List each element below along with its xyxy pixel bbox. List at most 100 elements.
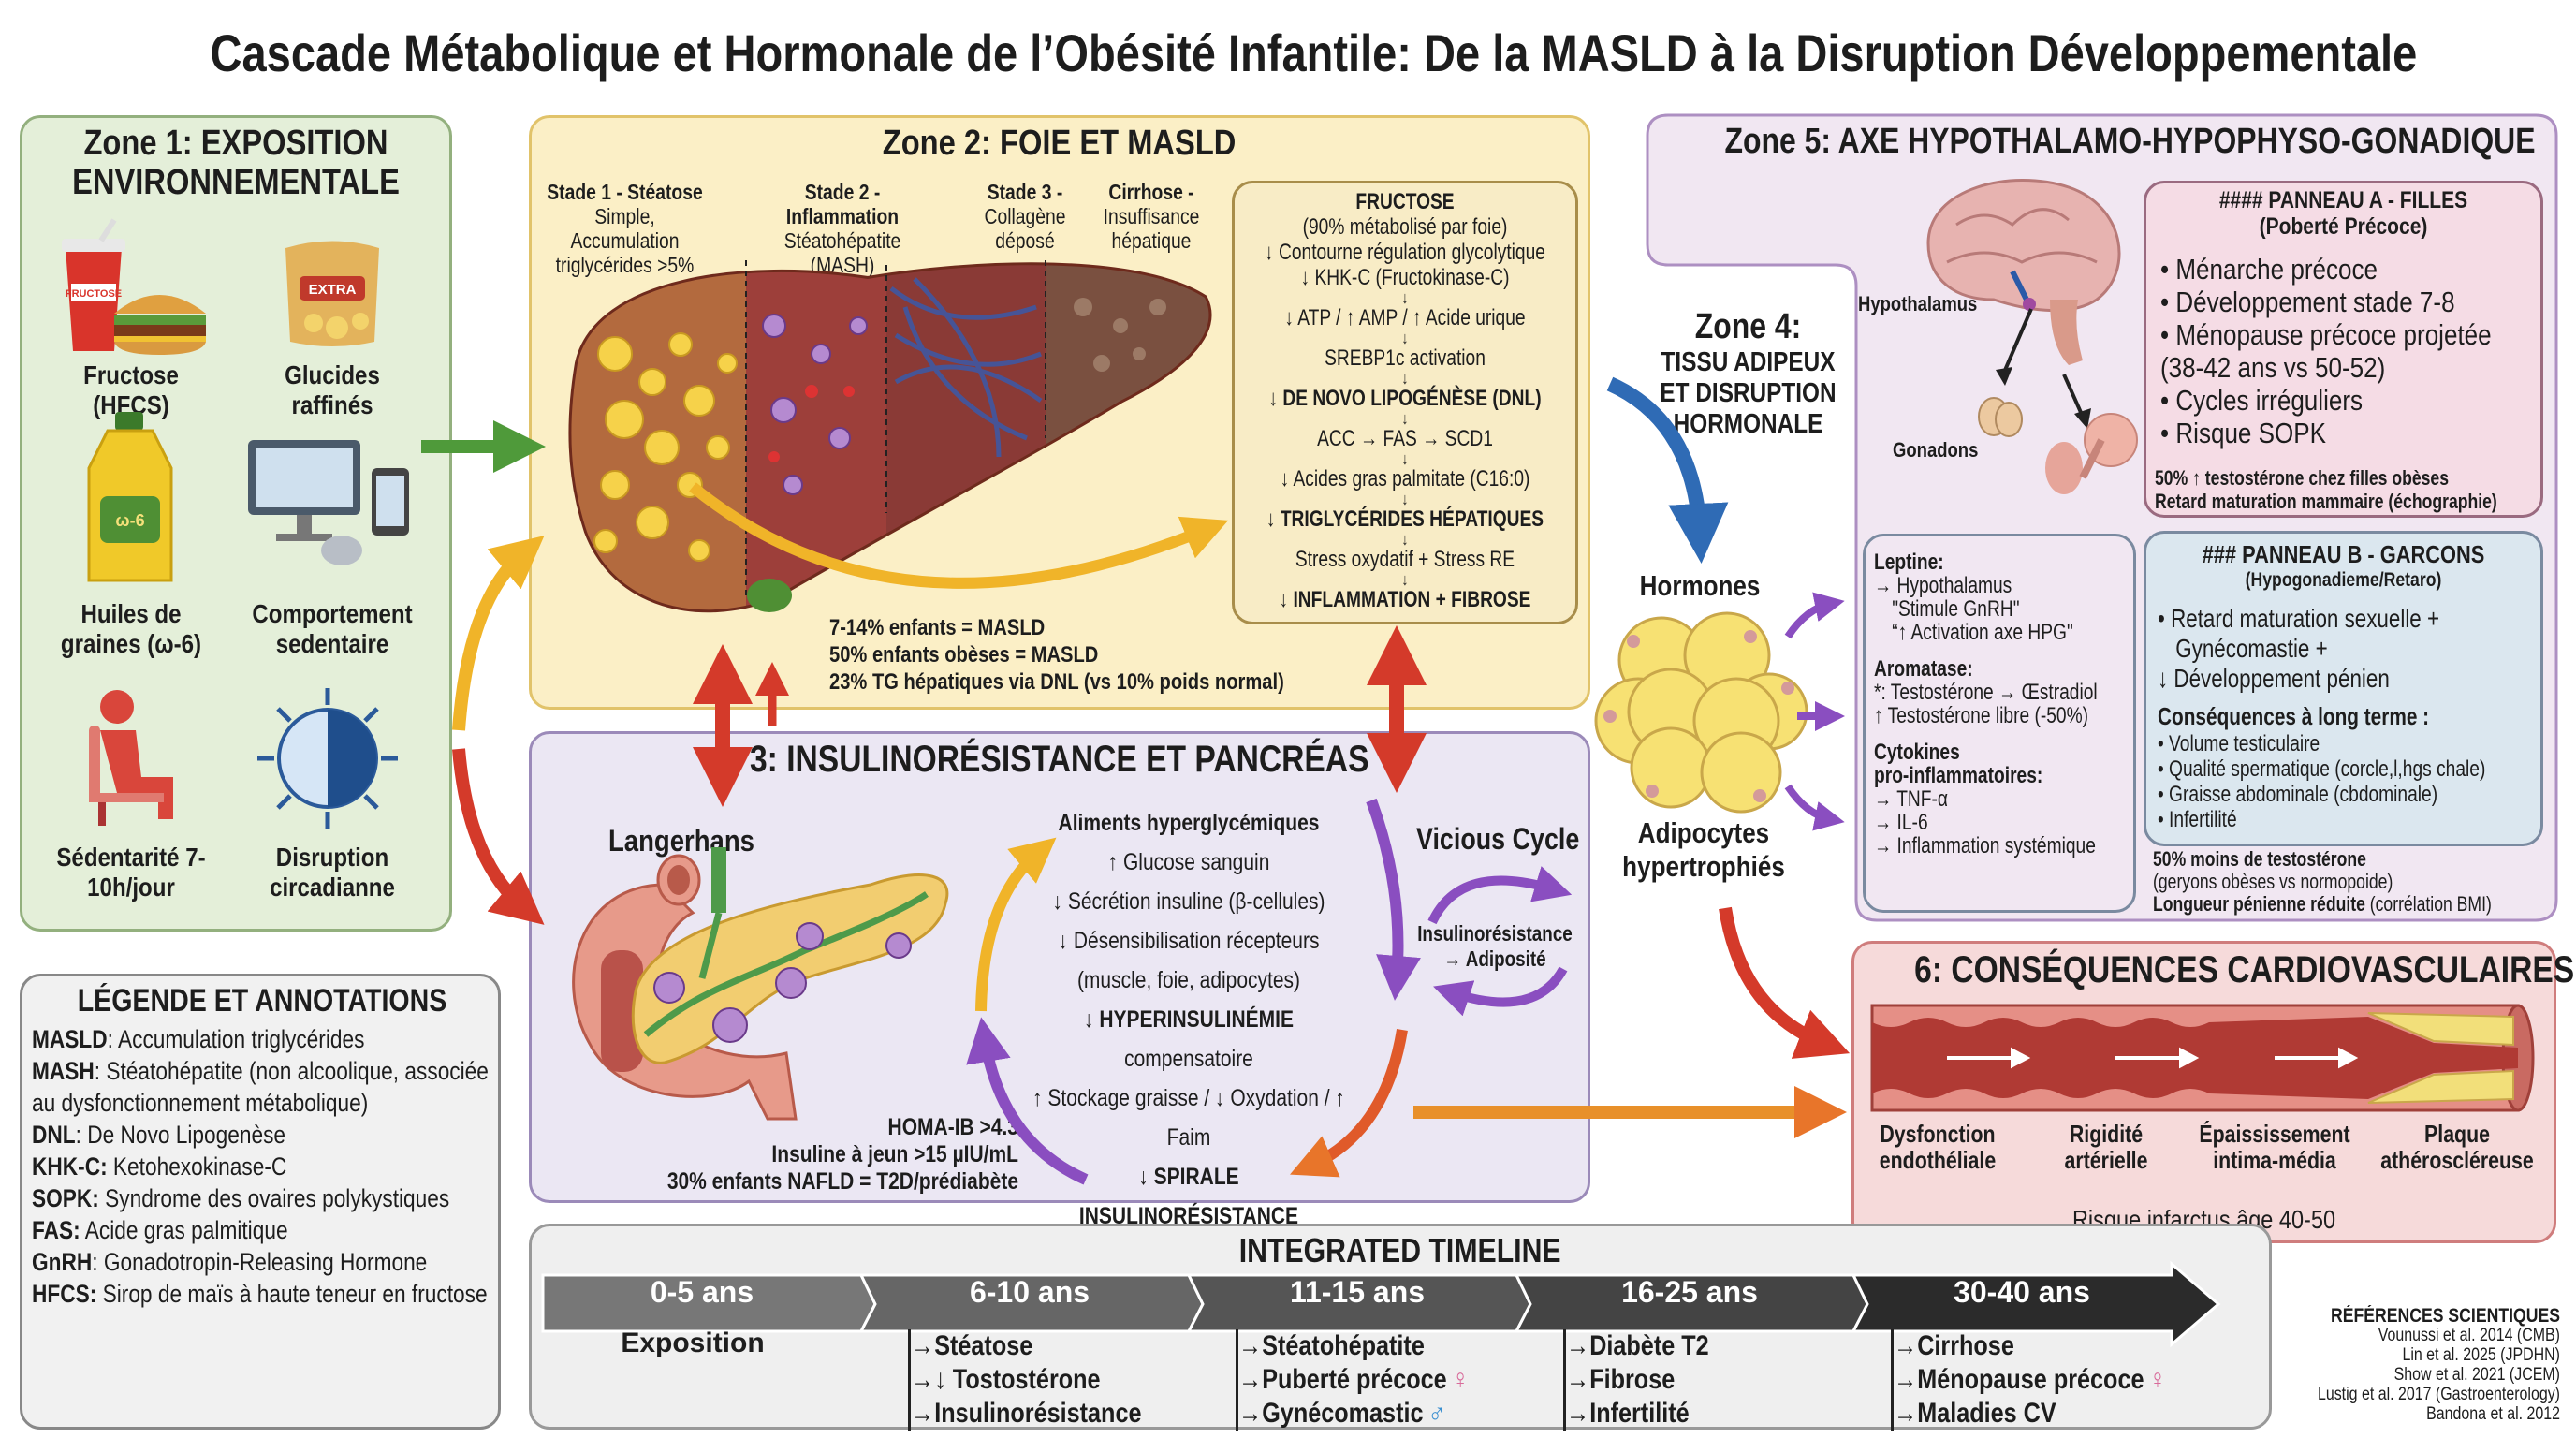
legend-item-term: SOPK: — [32, 1184, 99, 1212]
timeline-segments: 0-5 ans 6-10 ans 11-15 ans 16-25 ans 30-… — [543, 1275, 2228, 1431]
pathway-step: Stress oxydatif + Stress RE — [1233, 532, 1577, 572]
panel-a-note: Retard maturation mammaire (échographie) — [2155, 490, 2497, 513]
soda-cup-text: FRUCTOSE — [66, 288, 122, 300]
zone5-heading: Zone 5: AXE HYPOTHALAMO-HYPOPHYSO-GONADI… — [1647, 122, 2556, 161]
timeline-event: →Maladies CV — [1894, 1397, 2166, 1431]
legend-item-def: : Accumulation triglycérides — [107, 1025, 365, 1053]
legend-item-def: Acide gras palmitique — [80, 1216, 288, 1244]
timeline-events: →Cirrhose→Ménopause précoce♀→Maladies CV — [1891, 1329, 2218, 1431]
arrow-right-icon: → — [1238, 1398, 1263, 1429]
pathway-step: (90% métabolisé par foie) — [1302, 214, 1508, 240]
oil-bottle-text: ω-6 — [115, 511, 144, 530]
arrow-right-icon: → — [1238, 1330, 1263, 1361]
liver-stat: 50% enfants obèses = MASLD — [829, 642, 1099, 668]
zone4-subline: HORMONALE — [1673, 409, 1823, 439]
references: RÉFÉRENCES SCIENTIQUES Vounussi et al. 2… — [2247, 1306, 2560, 1424]
oil-bottle-icon: ω-6 — [87, 412, 173, 582]
panel-b-bullet: Gynécomastie + — [2175, 634, 2328, 663]
hormone-effect-line: "Stimule GnRH" — [1892, 596, 2020, 622]
legend-item: KHK-C: Ketohexokinase-C — [32, 1151, 500, 1182]
reference-item: Vounussi et al. 2014 (CMB) — [2378, 1326, 2560, 1345]
long-term-item: • Infertilité — [2158, 807, 2237, 832]
hormones-label: Hormones — [1606, 569, 1793, 603]
hypothalamus-label: Hypothalamus — [1858, 292, 1978, 315]
brain-hpg-illustration — [1926, 179, 2138, 494]
chips-bag-icon: EXTRA — [285, 241, 379, 346]
hormones-text: Hormones — [1639, 569, 1761, 602]
hormone-effect-line: pro-inflammatoires: — [1874, 763, 2043, 788]
adipocytes-label: Adipocytes hypertrophiés — [1591, 816, 1816, 884]
pathway-step: ↓ TRIGLYCÉRIDES HÉPATIQUES — [1233, 492, 1577, 532]
zone6-heading: 6: CONSÉQUENCES CARDIOVASCULAIRES — [1852, 950, 2574, 990]
zone1-heading-text: Zone 1: EXPOSITION ENVIRONNEMENTALE — [72, 124, 400, 202]
panel-b-note: Longueur pénienne réduite (corrélation B… — [2153, 893, 2546, 916]
arrow-right-icon: → — [1894, 1398, 1918, 1429]
sedentaire-label: Comportement sedentaire — [252, 599, 413, 658]
stage-desc: Collagène déposé — [984, 204, 1066, 253]
cv-stage-text: Plaque athéroscléreuse — [2380, 1120, 2534, 1174]
cv-stage: Rigidité artérielle — [2031, 1121, 2181, 1173]
legend-item: SOPK: Syndrome des ovaires polykystiques — [32, 1182, 500, 1214]
timeline-events: →Diabète T2→Fibrose→Infertilité — [1563, 1329, 1736, 1431]
pathway-step: SREBP1c activation — [1233, 330, 1577, 371]
arrow-right-icon: → — [911, 1330, 935, 1361]
panel-b-note: (geryons obèses vs normopoide) — [2153, 870, 2393, 893]
timeline-event-text: Infertilité — [1589, 1398, 1690, 1429]
zone3-heading-text: 3: INSULINORÉSISTANCE ET PANCRÉAS — [750, 739, 1369, 780]
hormone-effect-line: → IL-6 — [1874, 810, 1928, 835]
zone1-item-label: Comportement sedentaire — [229, 599, 435, 659]
legend-heading-text: LÉGENDE ET ANNOTATIONS — [77, 983, 447, 1019]
reference-item: Show et al. 2021 (JCEM) — [2393, 1365, 2560, 1385]
timeline-events: →Stéatohépatite→Puberté précoce♀→Gynécom… — [1236, 1329, 1514, 1431]
legend-item: DNL: De Novo Lipogenèse — [32, 1119, 500, 1151]
huiles-label: Huiles de graines (ω-6) — [60, 599, 202, 658]
hormone-effect-line: → TNF-α — [1874, 786, 1949, 812]
timeline-event-text: Diabète T2 — [1589, 1330, 1709, 1361]
male-icon: ♂ — [1427, 1398, 1446, 1429]
stage-title: Stade 2 - Inflammation — [785, 180, 900, 228]
zone5-heading-text: Zone 5: AXE HYPOTHALAMO-HYPOPHYSO-GONADI… — [1724, 122, 2536, 161]
pathway-step: ↓ INFLAMMATION + FIBROSE — [1233, 572, 1577, 612]
arrow-zone1-down — [452, 748, 545, 925]
panel-b-bullets: • Retard maturation sexuelle + Gynécomas… — [2158, 604, 2541, 832]
gonadons-label: Gonadons — [1893, 438, 1979, 462]
artery-illustration — [1870, 1004, 2535, 1112]
arrow-to-zone6 — [1719, 906, 1851, 1059]
zone1-item-label: Glucides raffinés — [229, 360, 435, 420]
timeline-event-text: Cirrhose — [1917, 1330, 2014, 1361]
hormone-effect-line: → Inflammation systémique — [1874, 833, 2096, 858]
cv-stage: Épaississement intima-média — [2181, 1121, 2368, 1173]
long-term-item: • Graisse abdominale (cbdominale) — [2158, 782, 2438, 807]
panel-b-bullet: • Retard maturation sexuelle + — [2158, 604, 2440, 633]
pathway-step: ↓ DE NOVO LIPOGÉNÈSE (DNL) — [1233, 371, 1577, 411]
glucides-label: Glucides raffinés — [285, 360, 380, 419]
stage-title: Cirrhose - — [1108, 180, 1194, 204]
timeline-event: →Stéatose — [911, 1329, 1141, 1363]
timeline-event: →↓ Tostostérone — [911, 1363, 1141, 1397]
timeline-event: →Gynécomastic♂ — [1238, 1397, 1470, 1431]
panel-a-subtitle: (Poberté Précoce) — [2259, 213, 2428, 240]
hormone-effect-line: Aromatase: — [1874, 656, 1973, 682]
vicious-line: → Adiposité — [1443, 946, 1546, 971]
gallbladder — [747, 579, 792, 612]
cycle-step: ↓ Sécrétion insuline (β-cellules) — [1052, 888, 1325, 915]
insulin-stat: 30% enfants NAFLD = T2D/prédiabète — [666, 1168, 1018, 1195]
arrow-right-icon: → — [1566, 1330, 1590, 1361]
panel-b-subtitle: (Hypogonadieme/Retaro) — [2245, 569, 2442, 591]
reference-item: Bandona et al. 2012 — [2426, 1404, 2560, 1424]
langerhans-label: Langerhans — [608, 824, 754, 858]
legend-item-def: Ketohexokinase-C — [107, 1152, 287, 1181]
pathway-step: ↓ KHK-C (Fructokinase-C) — [1300, 265, 1510, 290]
liver-illustration — [568, 260, 1212, 613]
adipocytes-text: Adipocytes hypertrophiés — [1622, 816, 1785, 883]
timeline-event-text: Ménopause précoce — [1917, 1364, 2144, 1395]
female-icon: ♀ — [2148, 1364, 2167, 1395]
legend-item-term: GnRH — [32, 1248, 93, 1276]
references-heading: RÉFÉRENCES SCIENTIQUES — [2330, 1305, 2560, 1327]
timeline-event-text: ↓ Tostostérone — [934, 1364, 1101, 1395]
legend-item-def: Sirop de maïs à haute teneur en fructose — [96, 1280, 488, 1308]
cycle-step: ↑ Stockage graisse / ↓ Oxydation / ↑ Fai… — [1032, 1085, 1345, 1151]
panel-b-note-rest: (corrélation BMI) — [2364, 892, 2492, 916]
